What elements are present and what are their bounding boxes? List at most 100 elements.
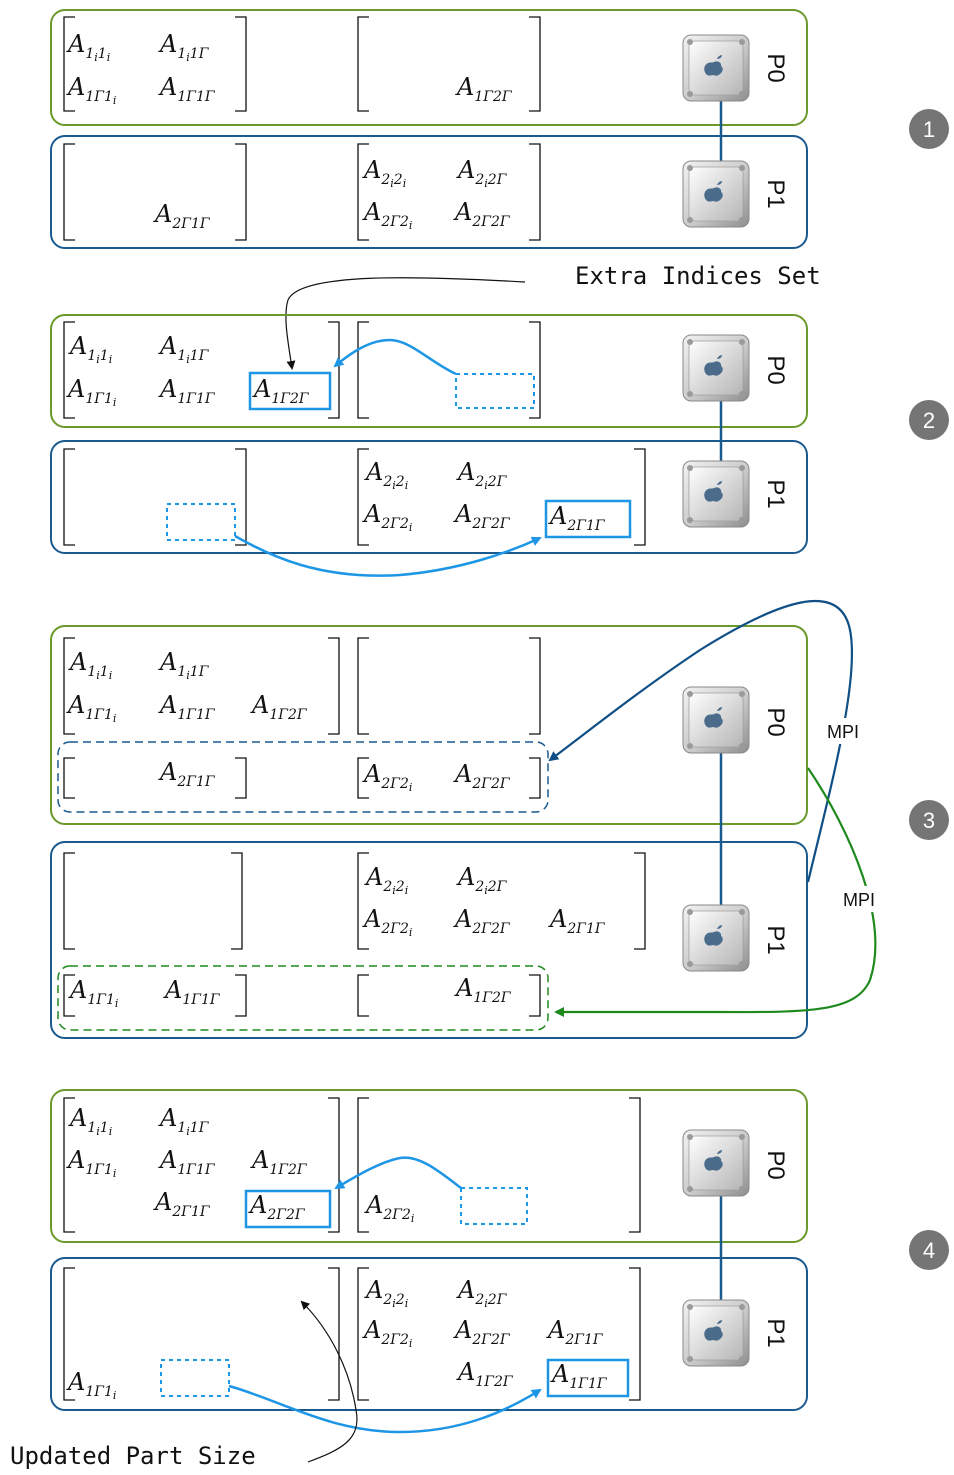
matrix-bracket — [529, 321, 541, 419]
move-arrow — [334, 1156, 462, 1190]
matrix-entry: A2Γ2Γ — [453, 198, 511, 230]
matrix-bracket — [529, 974, 541, 1017]
process-p1-box — [50, 135, 808, 249]
highlight-box — [248, 371, 332, 411]
process-p0-box — [50, 9, 808, 126]
matrix-bracket — [231, 852, 243, 950]
matrix-entry: A1i1i — [68, 1104, 112, 1138]
move-arrow — [333, 338, 457, 376]
matrix-bracket — [328, 637, 340, 735]
process-label-p0: P0 — [762, 1150, 789, 1179]
matrix-entry: A1i1Γ — [158, 332, 210, 366]
extra-indices-label: Extra Indices Set — [575, 262, 821, 290]
process-p0-box — [50, 1089, 808, 1243]
mpi-arrow-p0-to-p1 — [554, 767, 877, 1017]
matrix-entry: A1Γ1Γ — [163, 976, 221, 1008]
updated-part-size-label: Updated Part Size — [10, 1442, 256, 1470]
step-2: P0 P1 A1i1i A1i1Γ A1Γ1i A1Γ1Γ A1Γ2Γ A2i2… — [50, 314, 949, 577]
matrix-entry: A1Γ2Γ — [250, 1146, 308, 1178]
matrix-bracket — [235, 448, 247, 546]
moved-slot — [166, 503, 236, 541]
process-p1-box — [50, 440, 808, 554]
matrix-entry: A1Γ1Γ — [158, 1146, 216, 1178]
highlight-box — [244, 1189, 332, 1229]
matrix-entry: A2i2i — [364, 1276, 408, 1310]
matrix-entry: A1Γ1Γ — [158, 375, 216, 407]
process-label-p0: P0 — [762, 53, 789, 82]
server-icon — [682, 460, 750, 528]
matrix-entry: A2Γ1Γ — [548, 502, 606, 534]
matrix-bracket — [357, 974, 369, 1017]
step-4: P0 P1 A1i1i A1i1Γ A1Γ1i A1Γ1Γ A1Γ2Γ A2Γ1… — [50, 1089, 949, 1434]
moved-slot — [160, 1359, 230, 1397]
matrix-bracket — [529, 16, 541, 112]
matrix-bracket — [629, 1267, 641, 1401]
step-badge — [909, 400, 949, 440]
matrix-entry: A2i2i — [364, 863, 408, 897]
matrix-entry: A2Γ1Γ — [548, 905, 606, 937]
matrix-bracket — [235, 974, 247, 1017]
server-icon — [682, 686, 750, 754]
matrix-entry: A1i1i — [68, 332, 112, 366]
matrix-entry: A1Γ1i — [66, 73, 116, 107]
matrix-entry: A1Γ1Γ — [158, 73, 216, 105]
matrix-bracket — [328, 321, 340, 419]
server-icon — [682, 1299, 750, 1367]
matrix-entry: A2Γ2i — [364, 1191, 414, 1225]
matrix-bracket — [357, 448, 369, 546]
matrix-entry: A2Γ1Γ — [158, 758, 216, 790]
step-3: P0 P1 A1i1i A1i1Γ A1Γ1i A1Γ1Γ A1Γ2Γ A2Γ1… — [50, 599, 949, 1039]
matrix-entry: A1Γ1i — [66, 1368, 116, 1402]
matrix-entry: A1Γ1i — [66, 691, 116, 725]
matrix-bracket — [357, 321, 369, 419]
matrix-entry: A1i1Γ — [158, 30, 210, 64]
server-icon — [682, 904, 750, 972]
matrix-entry: A1Γ2Γ — [252, 375, 310, 407]
matrix-bracket — [357, 1267, 369, 1401]
matrix-entry: A2Γ2i — [362, 198, 412, 232]
matrix-bracket — [328, 1097, 340, 1233]
moved-slot — [455, 373, 535, 409]
matrix-entry: A1i1Γ — [158, 1104, 210, 1138]
matrix-entry: A2Γ2i — [362, 905, 412, 939]
step-number: 4 — [923, 1238, 935, 1263]
matrix-bracket — [629, 1097, 641, 1233]
step-number: 2 — [923, 408, 935, 433]
matrix-entry: A1Γ1i — [68, 976, 118, 1010]
matrix-bracket — [357, 637, 369, 735]
mpi-label: MPI — [827, 722, 859, 742]
process-p1-box — [50, 841, 808, 1039]
matrix-bracket — [63, 1097, 75, 1233]
matrix-entry: A2Γ2i — [362, 1316, 412, 1350]
step-number: 3 — [923, 808, 935, 833]
updated-part-size-arrow — [300, 1300, 358, 1463]
step-badge — [909, 109, 949, 149]
process-p0-box — [50, 314, 808, 428]
matrix-bracket — [63, 448, 75, 546]
matrix-bracket — [357, 852, 369, 950]
process-label-p0: P0 — [762, 355, 789, 384]
matrix-bracket — [63, 637, 75, 735]
process-label-p1: P1 — [762, 179, 789, 208]
process-label-p0: P0 — [762, 707, 789, 736]
matrix-bracket — [63, 321, 75, 419]
received-region — [57, 741, 549, 813]
matrix-entry: A1Γ1Γ — [158, 691, 216, 723]
matrix-entry: A1Γ1i — [66, 1146, 116, 1180]
matrix-entry: A2i2i — [362, 156, 406, 190]
step-1: P0 P1 A1i1i A1i1Γ A1Γ1i A1Γ1Γ A1Γ2Γ A2Γ1… — [50, 9, 949, 249]
matrix-bracket — [357, 16, 369, 112]
matrix-entry: A1i1i — [68, 648, 112, 682]
matrix-entry: A2Γ2i — [362, 760, 412, 794]
matrix-bracket — [63, 974, 75, 1017]
server-icon — [682, 334, 750, 402]
matrix-entry: A1i1Γ — [158, 648, 210, 682]
matrix-entry: A1i1i — [66, 30, 110, 64]
process-p1-box — [50, 1257, 808, 1411]
matrix-bracket — [634, 852, 646, 950]
extra-indices-arrow — [285, 277, 526, 370]
matrix-entry: A2Γ1Γ — [153, 1188, 211, 1220]
matrix-bracket — [63, 1267, 75, 1401]
mpi-arrow-p1-to-p0 — [548, 599, 854, 883]
